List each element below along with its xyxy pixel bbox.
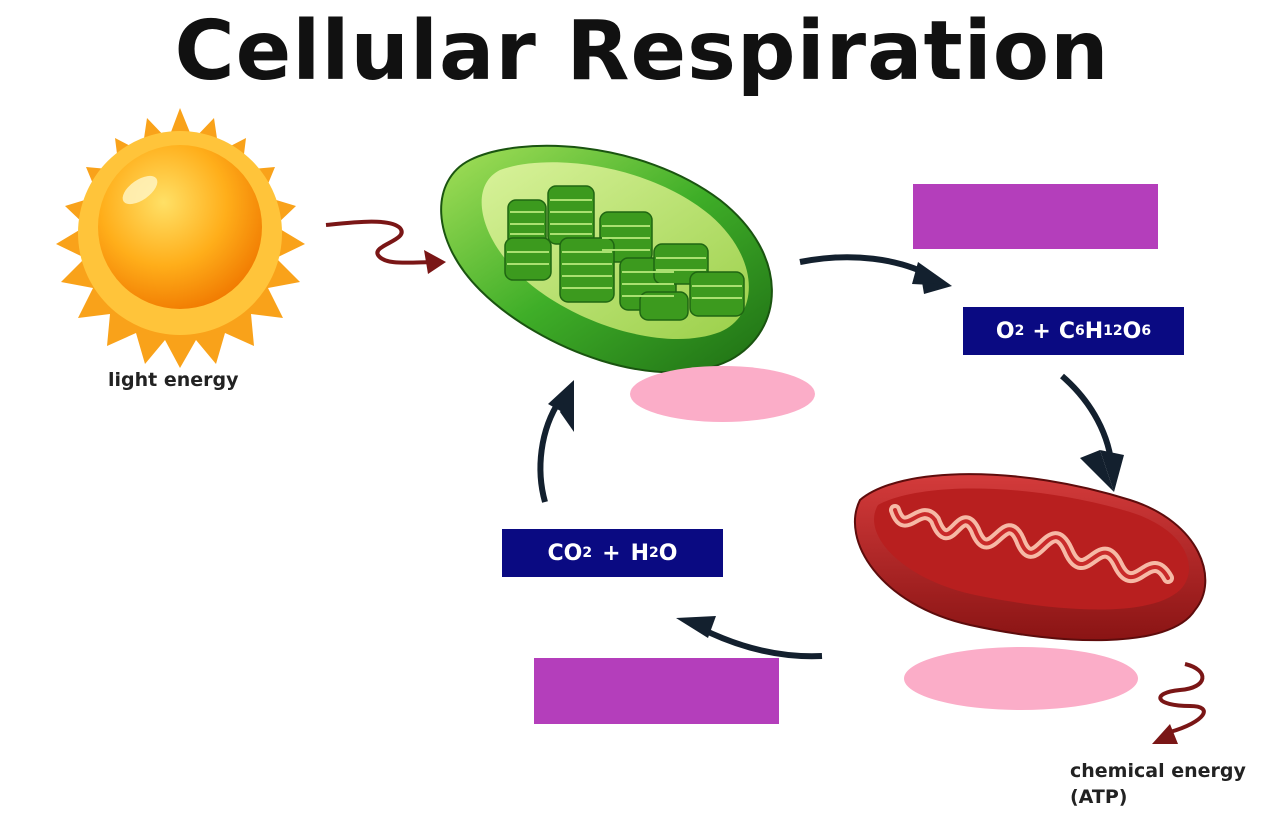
formula-plus: + <box>1032 318 1051 344</box>
formula-subscript: 2 <box>582 545 593 561</box>
cycle-arrow-top <box>799 254 952 294</box>
blank-label-oval-mitochondrion <box>904 647 1138 710</box>
formula-subscript: 6 <box>1074 323 1085 339</box>
formula-hydrogen: H <box>1084 318 1104 344</box>
blank-label-oval-chloroplast <box>630 366 815 422</box>
page-title: Cellular Respiration <box>174 4 1110 99</box>
formula-oxygen: O <box>995 318 1015 344</box>
mitochondrion-icon <box>854 473 1207 642</box>
cycle-arrow-bottom <box>676 616 823 660</box>
cycle-arrow-left <box>537 380 574 503</box>
formula-hydrogen: H <box>630 540 649 566</box>
formula-carbon-dioxide: CO <box>547 540 583 566</box>
formula-oxygen: O <box>1122 318 1142 344</box>
chloroplast-icon <box>440 144 773 374</box>
chemical-energy-arrow <box>1152 662 1206 744</box>
sun-icon <box>56 108 305 368</box>
blank-label-box-bottom <box>534 658 779 724</box>
formula-subscript: 2 <box>649 545 659 561</box>
cycle-arrow-right <box>1060 373 1124 492</box>
chemical-energy-label: chemical energy <box>1070 760 1246 782</box>
formula-carbon: C <box>1058 318 1075 344</box>
formula-subscript: 2 <box>1014 323 1025 339</box>
light-energy-label: light energy <box>108 369 239 391</box>
formula-plus: + <box>602 540 621 566</box>
formula-oxygen: O <box>658 540 678 566</box>
formula-subscript: 12 <box>1103 323 1123 339</box>
atp-label: (ATP) <box>1070 786 1128 808</box>
formula-subscript: 6 <box>1141 323 1152 339</box>
blank-label-box-top <box>913 184 1158 249</box>
light-energy-arrow <box>325 219 446 274</box>
